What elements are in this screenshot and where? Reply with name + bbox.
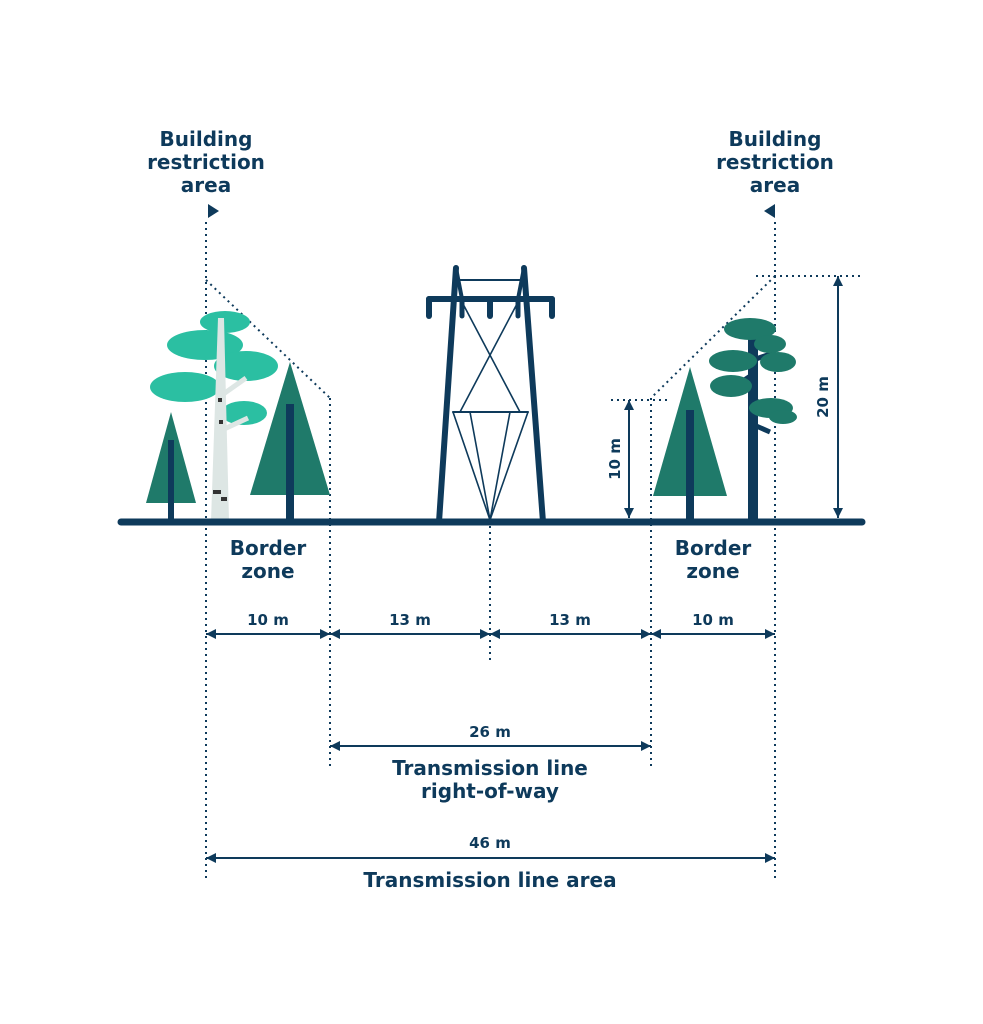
birch-tree-icon (150, 311, 278, 521)
spruce-tree-icon (146, 412, 196, 522)
building-restriction-right-label: Building restriction area (716, 127, 834, 197)
dim-label-border-right: 10 m (692, 611, 734, 629)
dim-label-area-total: 46 m (469, 834, 511, 852)
dim-label-row-left: 13 m (389, 611, 431, 629)
height-arrows (624, 276, 843, 518)
dim-label-border-left: 10 m (247, 611, 289, 629)
spruce-tree-icon (250, 362, 330, 522)
pine-tree-icon (709, 318, 797, 522)
height-label-small: 10 m (606, 438, 624, 480)
building-restriction-left-marker (208, 204, 219, 218)
area-caption: Transmission line area (363, 868, 617, 892)
transmission-tower-icon (426, 265, 555, 525)
border-zone-left-label: Border zone (229, 536, 307, 583)
dim-label-row-right: 13 m (549, 611, 591, 629)
row-caption: Transmission line right-of-way (392, 756, 588, 803)
spruce-tree-icon (653, 367, 727, 522)
height-label-large: 20 m (814, 376, 832, 418)
dimension-arrows (206, 629, 775, 863)
building-restriction-right-marker (764, 204, 775, 218)
dim-label-row-total: 26 m (469, 723, 511, 741)
building-restriction-left-label: Building restriction area (147, 127, 265, 197)
border-zone-right-label: Border zone (674, 536, 752, 583)
